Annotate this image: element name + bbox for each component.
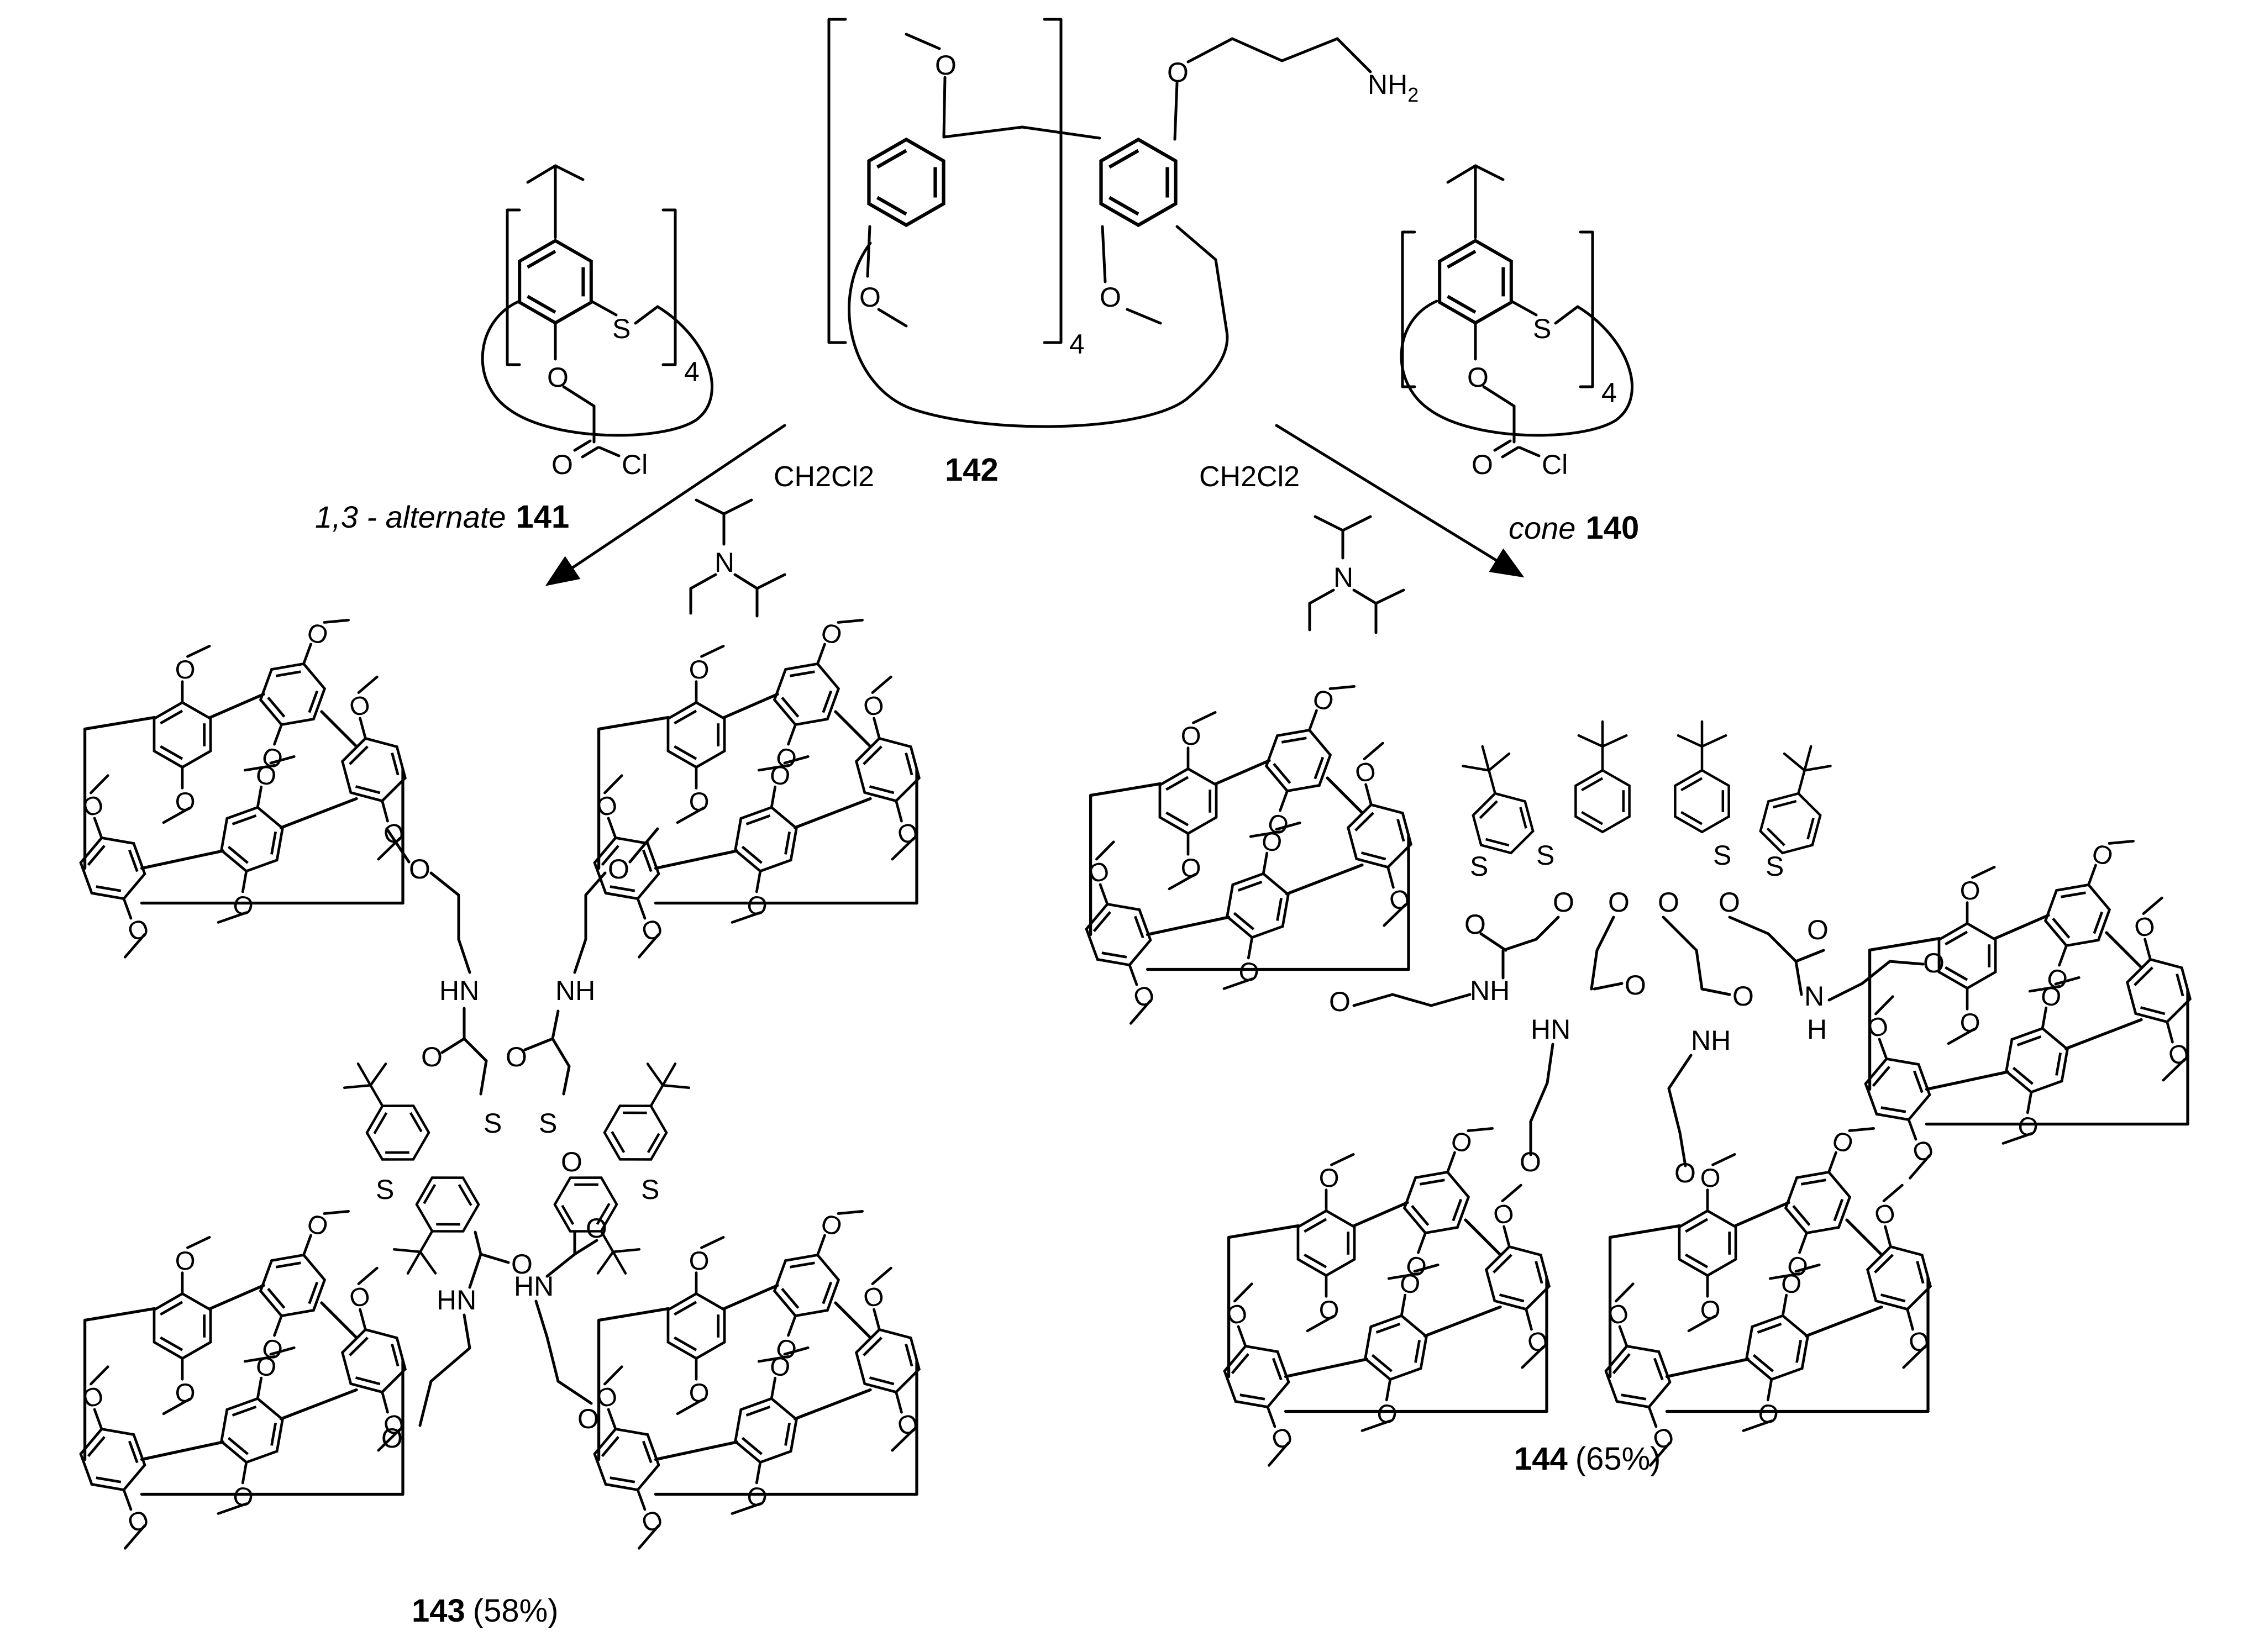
compound-144: S S S S O O O O O NH O O HN O O NH <box>1062 667 2209 1477</box>
c143-label: 143(58%) <box>412 1593 559 1629</box>
carbonyl-o: O <box>586 1213 607 1244</box>
carbonyl-o: O <box>506 1041 527 1072</box>
sulfur: S <box>1713 840 1731 871</box>
ether-o: O <box>1719 887 1740 918</box>
c144-label: 144(65%) <box>1514 1441 1661 1477</box>
solvent-label: CH2Cl2 <box>1199 461 1300 493</box>
sulfur: S <box>641 1174 659 1205</box>
amide-nh: NH <box>1470 975 1510 1006</box>
amide-nh: HN <box>439 975 479 1006</box>
amine-label: NH2 <box>1368 69 1419 106</box>
carbonyl-o: O <box>1732 981 1754 1012</box>
amide-h: H <box>1807 1014 1827 1045</box>
methoxy-o: O <box>935 50 957 81</box>
amide-nh: NH <box>555 975 595 1006</box>
sulfur: S <box>539 1108 557 1139</box>
carbonyl-o: O <box>1464 909 1486 940</box>
sulfur: S <box>1533 313 1551 344</box>
carbonyl-o: O <box>421 1041 443 1072</box>
ether-o: O <box>1608 887 1630 918</box>
chloride: Cl <box>1542 449 1568 480</box>
chloride: Cl <box>622 449 648 480</box>
ether-o: O <box>1520 1146 1541 1177</box>
c142-repeat: 4 <box>1069 329 1085 360</box>
reagents-left: CH2Cl2 N <box>689 461 874 618</box>
ether-o: O <box>561 1146 582 1177</box>
ether-o: O <box>1329 986 1351 1017</box>
amide-nh: HN <box>514 1271 554 1302</box>
c141-repeat: 4 <box>684 356 700 387</box>
sulfur: S <box>1766 851 1784 882</box>
c142-number: 142 <box>945 452 999 488</box>
carbonyl-o: O <box>511 1249 533 1280</box>
ether-o: O <box>577 1403 599 1434</box>
ether-o: O <box>1553 887 1574 918</box>
carbonyl-o: O <box>1807 914 1829 945</box>
ether-o: O <box>608 854 629 885</box>
ether-o: O <box>1658 887 1679 918</box>
amide-nh: HN <box>1531 1014 1570 1045</box>
amine-n: N <box>715 547 734 578</box>
sulfur: S <box>612 313 631 344</box>
amide-nh: HN <box>437 1285 476 1316</box>
reaction-arrow-right <box>1275 424 1525 578</box>
solvent-label: CH2Cl2 <box>774 461 874 493</box>
amine-n: N <box>1333 562 1353 593</box>
c140-repeat: 4 <box>1601 377 1617 408</box>
ether-o: O <box>1923 948 1945 978</box>
carbonyl-o: O <box>1472 449 1493 480</box>
amide-n: N <box>1804 981 1824 1012</box>
methoxy-o: O <box>859 282 881 313</box>
reaction-arrow-left <box>545 424 786 586</box>
carbonyl-o: O <box>1625 970 1646 1001</box>
compound-142: 4 O O O NH2 O 142 <box>827 18 1419 488</box>
sulfur: S <box>484 1108 502 1139</box>
methoxy-o: O <box>1100 282 1121 313</box>
amide-nh: NH <box>1691 1025 1731 1056</box>
ether-o: O <box>409 854 430 885</box>
ether-o: O <box>381 1423 403 1454</box>
carbonyl-o: O <box>551 449 573 480</box>
sulfur: S <box>1536 840 1554 871</box>
ether-o: O <box>1674 1158 1696 1188</box>
sulfur: S <box>1470 851 1488 882</box>
compound-143: O HN O O NH O S S S S O O <box>56 601 938 1629</box>
reagents-right: CH2Cl2 N <box>1199 461 1405 634</box>
sulfur: S <box>376 1174 394 1205</box>
ether-o: O <box>1167 57 1189 88</box>
